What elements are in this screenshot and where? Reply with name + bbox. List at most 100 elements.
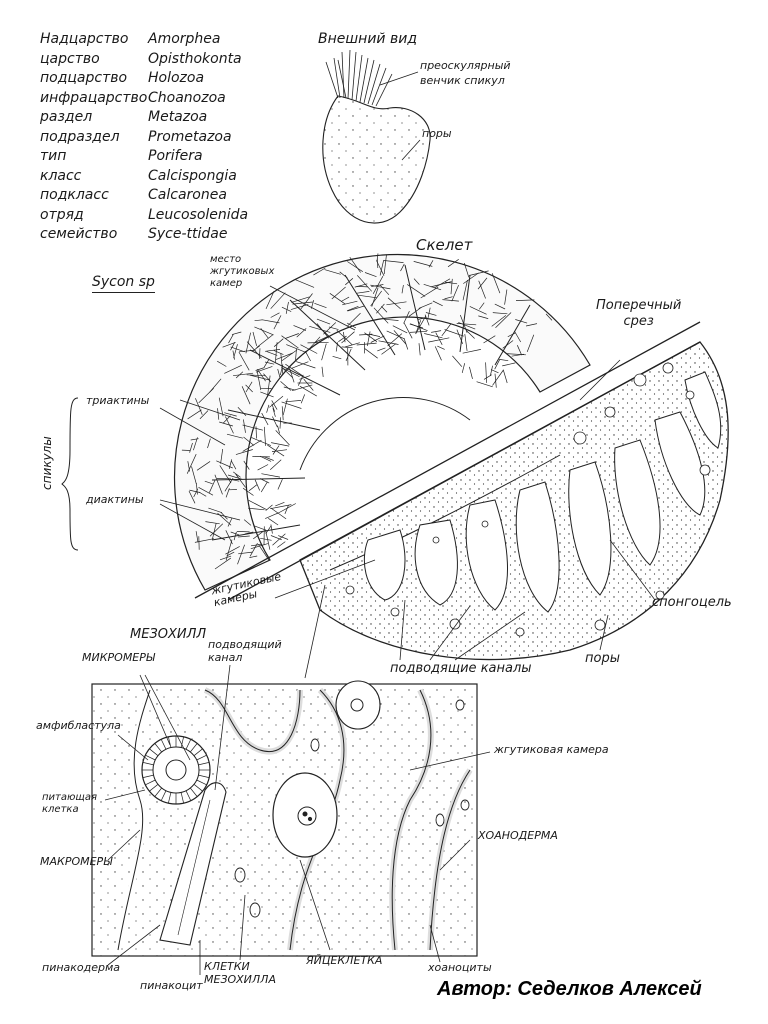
spicule — [313, 267, 326, 276]
spicule — [492, 369, 504, 386]
spicule — [413, 261, 433, 267]
spicule — [285, 333, 299, 339]
flagellar-place-label: место жгутиковых камер — [210, 254, 275, 289]
corona-label: преоскулярный венчик спикул — [420, 59, 511, 87]
skeleton-title: Скелет — [416, 236, 473, 254]
spicule — [283, 386, 296, 391]
spicule — [233, 531, 237, 541]
spicule — [479, 302, 485, 310]
spicule — [295, 279, 315, 288]
spicule — [277, 368, 281, 379]
spicule — [238, 551, 253, 555]
spicule — [383, 318, 399, 321]
amphiblastula-cell-wall — [154, 787, 162, 797]
spicule — [349, 256, 361, 273]
spicule — [346, 322, 357, 329]
spicule — [256, 370, 262, 391]
spicule — [357, 275, 372, 292]
spicule — [196, 483, 198, 495]
spicule — [260, 391, 274, 398]
spicule — [458, 322, 476, 330]
macromeres-label: МАКРОМЕРЫ — [40, 855, 113, 868]
triactines-label: триактины — [86, 394, 150, 407]
spicule — [249, 543, 258, 557]
spicule — [354, 283, 368, 288]
spicule — [270, 507, 287, 520]
amphiblastula-cell-wall — [185, 739, 192, 750]
spicule — [248, 507, 265, 511]
cross-section-drawing — [274, 341, 729, 661]
spicule — [196, 461, 211, 471]
spicule — [261, 319, 280, 324]
spicule — [345, 278, 354, 286]
choanocytes-label: хоаноциты — [428, 961, 492, 974]
spicule — [383, 254, 387, 275]
spicule — [231, 460, 237, 470]
spicule — [218, 397, 224, 417]
amphiblastula-cell-wall — [154, 743, 162, 753]
spicule — [328, 326, 339, 330]
spicule — [186, 453, 197, 474]
spicule — [259, 478, 270, 484]
spicule — [228, 334, 234, 344]
spicule — [275, 501, 285, 507]
spicule — [271, 400, 278, 410]
spicule — [277, 425, 280, 434]
spicule — [219, 421, 233, 427]
spicule — [309, 325, 331, 333]
spicule — [245, 332, 251, 354]
spicule — [281, 349, 298, 362]
spicule — [226, 551, 235, 557]
spicule — [238, 349, 256, 353]
spicule — [214, 474, 223, 495]
spicule — [293, 325, 307, 331]
author-signature: Автор: Седелков Алексей — [437, 978, 702, 1000]
spicule — [347, 261, 363, 272]
spicule — [269, 395, 284, 408]
spicule — [209, 523, 224, 537]
spicule — [295, 348, 297, 361]
spicule — [491, 315, 507, 327]
spicule — [346, 305, 359, 312]
spicule — [526, 334, 535, 353]
spicule — [232, 350, 235, 360]
spicule — [245, 384, 253, 393]
amphiblastula-cell-wall — [142, 774, 154, 778]
spicule — [373, 307, 389, 324]
spicule — [456, 323, 477, 326]
spicule — [252, 531, 263, 540]
spicule — [224, 364, 242, 374]
spicule — [193, 488, 199, 498]
spicule — [356, 286, 369, 288]
spicule — [341, 346, 353, 349]
spicule — [321, 343, 327, 361]
amphiblastula-cell-wall — [190, 743, 198, 753]
spicule — [370, 284, 391, 290]
spicule — [347, 305, 365, 312]
amphiblastula-cell-wall — [142, 762, 154, 766]
spicule — [515, 299, 535, 301]
spicule — [444, 296, 453, 300]
skeleton-drawing — [61, 253, 701, 601]
spicule — [237, 535, 250, 538]
spicule — [243, 419, 246, 433]
spicule — [255, 367, 265, 371]
spicule — [230, 346, 245, 353]
spicule — [423, 283, 442, 291]
spicule — [244, 531, 254, 535]
spicule — [273, 338, 284, 347]
spicule — [386, 301, 407, 306]
spicule — [407, 284, 426, 297]
spicule — [403, 311, 410, 324]
spicule — [198, 486, 214, 496]
pinacoderm-label: пинакодерма — [42, 961, 121, 974]
spicule — [254, 326, 274, 336]
spicule — [237, 544, 245, 565]
external-pores-label: поры — [422, 127, 452, 140]
spicule — [270, 535, 282, 541]
spicule — [400, 263, 405, 272]
spicule — [272, 533, 286, 546]
spicule — [335, 342, 338, 352]
external-view-title: Внешний вид — [318, 31, 418, 47]
